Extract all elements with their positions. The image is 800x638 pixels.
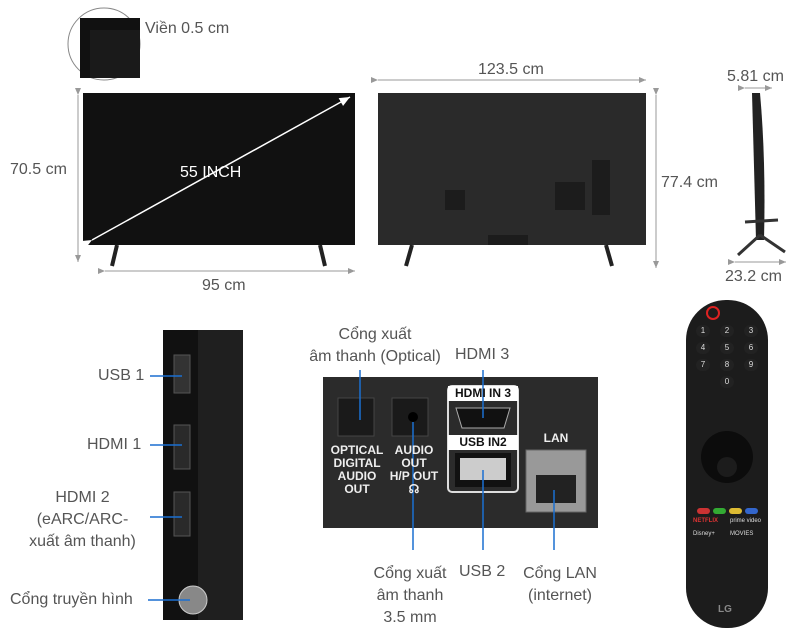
print-line: OPTICAL: [330, 443, 384, 457]
hdmi2-line: xuất âm thanh): [29, 533, 136, 550]
diagonal-label: 55 INCH: [180, 164, 242, 181]
optical-callout: Cổng xuất âm thanh (Optical): [300, 324, 450, 368]
remote-key-0: 0: [720, 376, 734, 388]
remote-key-8: 8: [720, 359, 734, 371]
antenna-label: Cổng truyền hình: [10, 591, 133, 608]
print-line: AUDIO OUT: [394, 443, 434, 470]
remote-key-9: 9: [744, 359, 758, 371]
remote-key-6: 6: [744, 342, 758, 354]
remote-key-4: 4: [696, 342, 710, 354]
callout-line: Cổng LAN: [523, 565, 597, 582]
hdmi-print: HDMI IN 3: [454, 386, 511, 400]
callout-line: Cổng xuất: [338, 326, 412, 343]
hdmi2-label: HDMI 2 (eARC/ARC- xuất âm thanh): [20, 487, 145, 553]
lan-print: LAN: [543, 431, 569, 445]
side-tv: [752, 93, 765, 240]
side-depth-label: 5.81 cm: [727, 68, 784, 85]
print-line: AUDIO OUT: [337, 469, 377, 496]
callout-line: Cổng xuất: [373, 565, 447, 582]
print-line: H/P OUT: [389, 469, 439, 483]
remote-key-2: 2: [720, 325, 734, 337]
optical-print: OPTICAL DIGITAL AUDIO OUT: [326, 444, 388, 496]
front-width-label: 95 cm: [202, 277, 246, 294]
remote-netflix: NETFLIX: [693, 518, 718, 524]
diagonal-line: [80, 96, 351, 250]
usb2-callout: USB 2: [459, 563, 506, 580]
back-height-label: 77.4 cm: [661, 174, 718, 191]
hdmi2-line: HDMI 2: [55, 489, 110, 506]
hdmi3-callout: HDMI 3: [455, 346, 510, 363]
headphone-icon: ☊: [408, 482, 420, 496]
audio35-callout: Cổng xuất âm thanh 3.5 mm: [360, 563, 460, 629]
lan-callout: Cổng LAN (internet): [515, 563, 605, 607]
remote-disney: Disney+: [693, 531, 715, 537]
usb-print: USB IN2: [459, 435, 507, 449]
callout-line: (internet): [527, 587, 593, 604]
back-width-label: 123.5 cm: [478, 61, 544, 78]
remote-key-3: 3: [744, 325, 758, 337]
bezel-label: Viền 0.5 cm: [145, 20, 230, 37]
hdmi2-line: (eARC/ARC-: [36, 511, 129, 528]
remote-key-7: 7: [696, 359, 710, 371]
remote-key-1: 1: [696, 325, 710, 337]
print-line: DIGITAL: [333, 456, 381, 470]
callout-line: 3.5 mm: [383, 609, 437, 626]
callout-line: âm thanh (Optical): [309, 348, 441, 365]
callout-line: âm thanh: [376, 587, 444, 604]
remote-prime: prime video: [730, 518, 762, 524]
audio-print: AUDIO OUT H/P OUT ☊: [384, 444, 444, 496]
hdmi1-label: HDMI 1: [87, 436, 142, 453]
remote-lg-logo: LG: [718, 604, 732, 615]
remote-movies: MOVIES: [730, 531, 754, 537]
stand-depth-label: 23.2 cm: [725, 268, 782, 285]
usb1-label: USB 1: [98, 367, 145, 384]
front-height-label: 70.5 cm: [10, 161, 67, 178]
remote-key-5: 5: [720, 342, 734, 354]
